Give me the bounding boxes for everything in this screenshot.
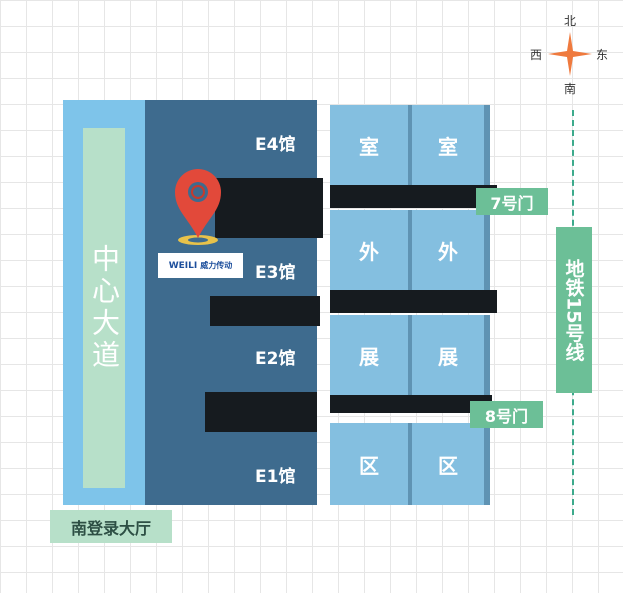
outdoor-block: 外: [330, 210, 408, 290]
exhibitor-name: 威力传动: [200, 261, 233, 270]
hall-divider: [215, 178, 323, 238]
block-shadow: [330, 185, 418, 208]
hall-e1[interactable]: E1馆: [255, 467, 296, 487]
brand-name: WEILI: [168, 260, 198, 271]
outdoor-block: 展: [412, 315, 484, 395]
hall-divider: [205, 392, 317, 432]
exhibitor-logo: WEILI 威力传动: [158, 253, 243, 278]
block-shadow: [412, 290, 497, 313]
south-registration-hall[interactable]: 南登录大厅: [50, 510, 172, 543]
hall-divider: [210, 296, 320, 326]
compass-south: 南: [564, 82, 577, 96]
block-shadow: [412, 185, 497, 208]
outdoor-block: 区: [412, 423, 484, 505]
block-shadow: [330, 395, 418, 413]
outdoor-block: 室: [330, 105, 408, 185]
outdoor-block: 区: [330, 423, 408, 505]
compass-star-icon: [548, 32, 592, 76]
central-avenue: 中心大道: [83, 128, 125, 488]
outdoor-block: 展: [330, 315, 408, 395]
compass: 北 南 西 东: [530, 10, 610, 96]
compass-west: 西: [530, 48, 543, 62]
outdoor-block: 外: [412, 210, 484, 290]
hall-e4[interactable]: E4馆: [255, 135, 296, 155]
hall-e3[interactable]: E3馆: [255, 263, 296, 283]
compass-north: 北: [564, 14, 577, 28]
gate-8[interactable]: 8号门: [470, 401, 543, 428]
gate-7[interactable]: 7号门: [476, 188, 548, 215]
block-shadow: [330, 290, 418, 313]
metro-line-15-label[interactable]: 地铁15号线: [556, 227, 592, 393]
location-pin-icon: [175, 169, 221, 245]
compass-east: 东: [596, 48, 609, 62]
hall-e2[interactable]: E2馆: [255, 349, 296, 369]
outdoor-block: 室: [412, 105, 484, 185]
